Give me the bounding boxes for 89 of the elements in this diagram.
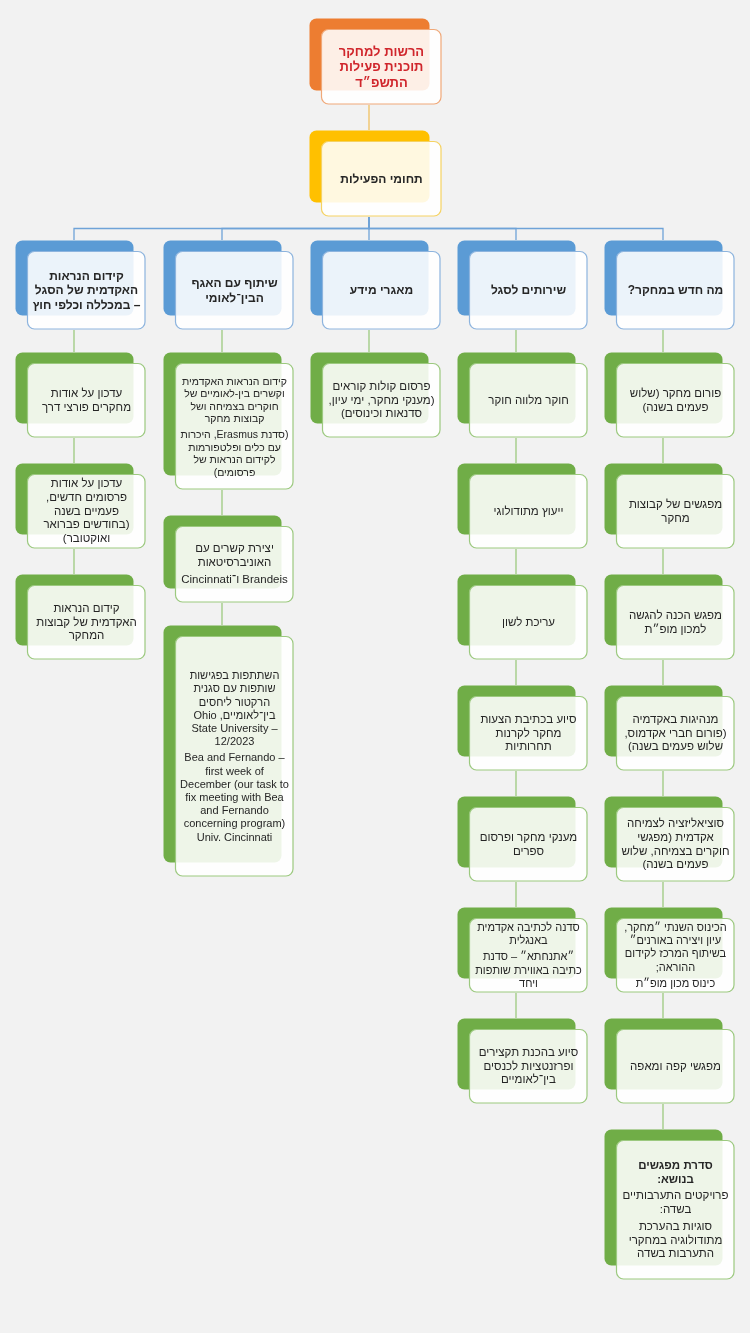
activity-text: סוציאליזציה לצמיחה אקדמית (מפגשי חוקרים בצמיחה, שלוש פעמים בשנה) [621,816,730,873]
connector-line [73,437,75,464]
connector-line [73,329,75,353]
connector-line [662,548,664,575]
activity-text: ״אתנחתא״ – סדנת כתיבה באווירת שותפות ויחד [474,950,583,990]
activity-card [163,515,294,603]
activity-card [604,1129,735,1280]
activity-text: פרסום קולות קוראים (מענקי מחקר, ימי עיון, סדנאות וכינוסים) [327,379,436,422]
connector-line [221,602,223,626]
activity-text: עדכון על אודות פרסומים חדשים, פעמיים בשנה (בחודשים פברואר ואוקטובר) [42,477,131,546]
title-card [309,18,442,105]
activity-text: הכינוס השנתי ״מחקר, עיון ויצירה באורנים״ בשיתוף המרכז לקידום ההוראה; [623,921,728,974]
connector-line [368,329,370,353]
activity-text: סוגיות בהערכת מתודולוגיה במחקרי התערבות בשדה [627,1219,724,1262]
activity-card [163,352,294,490]
activity-card [604,685,735,771]
connector-line [515,437,517,464]
connector-line [515,770,517,797]
activity-text: קידום הנראות האקדמית של קבוצות המחקר [35,601,138,644]
category-heading: קידום הנראות האקדמית של הסגל – במכללה וכלפי חוץ [31,268,142,313]
activity-card [457,352,588,438]
category-heading: מאגרי מידע [349,283,414,298]
category-card [163,240,294,330]
category-card [604,240,735,330]
category-card [310,240,441,330]
section-heading: תחומי הפעילות [340,171,423,187]
connector-line [73,548,75,575]
activity-text: סיוע בהכנת תקצירים ופרזנטציות לכנסים בין־לאומיים [477,1045,580,1088]
connector-line [515,659,517,686]
activity-text: מפגשי קפה ומאפה [630,1059,721,1074]
connector-line [662,329,664,353]
activity-card [310,352,441,438]
activity-text: פרויקטים התערבותיים בשדה: [621,1189,730,1217]
connector-line [515,548,517,575]
activity-text: השתתפות בפגישות שותפות עם סגנית הרקטור ליחסים בין־לאומיים, Ohio State University – 12/2023 [188,669,281,749]
connector-line [515,881,517,908]
activity-text: עריכת לשון [501,615,556,630]
activity-text: סיוע בכתיבת הצעות מחקר לקרנות תחרותיות [479,712,578,755]
connector-line [221,329,223,353]
activity-text: עדכון על אודות מחקרים פורצי דרך [40,386,133,415]
activity-text: מפגשים של קבוצות מחקר [627,497,724,526]
activity-text: ייעוץ מתודולוגי [493,504,564,519]
activity-card [15,463,146,549]
activity-text: מנהיגות באקדמיה (פורום חברי אקדמוס, שלוש פעמים בשנה) [623,712,728,755]
connector-line [368,104,370,131]
category-card [15,240,146,330]
category-heading: שירותים לסגל [490,283,567,298]
activity-text: Brandeis ו־Cincinnati [181,572,288,587]
activity-card [604,352,735,438]
connector-line [515,329,517,353]
activity-card [604,796,735,882]
category-heading: שיתוף עם האגף הבין־לאומי [190,276,279,305]
connector-line [662,770,664,797]
connector-line [662,659,664,686]
connector-line [73,216,370,241]
connector-line [662,1103,664,1130]
activity-card [604,463,735,549]
title-text: הרשות למחקר תוכנית פעילות התשפ״ד [337,43,426,91]
activity-text: פורום מחקר (שלוש פעמים בשנה) [628,386,723,415]
activity-text: יצירת קשרים עם האוניברסיטאות [194,542,275,570]
activity-card [457,574,588,660]
activity-text: מענקי מחקר ופרסום ספרים [478,830,579,859]
activity-text: מפגש הכנה להגשה למכון מופ״ת [628,608,723,637]
activity-card [163,625,294,877]
category-heading: מה חדש במחקר? [627,283,724,298]
activity-card [15,574,146,660]
connector-line [221,489,223,516]
activity-card [604,574,735,660]
connector-line [662,437,664,464]
section-card [309,130,442,217]
activity-text: קידום הנראות האקדמית וקשרים בין-לאומיים של חוקרים בצמיחה ושל קבוצות מחקר [180,374,289,425]
connector-line [515,992,517,1019]
activity-card [15,352,146,438]
activity-text: כינוס מכון מופ״ת [635,976,716,990]
activity-card [457,1018,588,1104]
activity-heading: סדרת מפגשים בנושא: [637,1158,714,1187]
connector-line [662,881,664,908]
activity-card [457,796,588,882]
category-card [457,240,588,330]
activity-card [604,907,735,993]
connector-line [662,992,664,1019]
activity-card [457,685,588,771]
activity-card [604,1018,735,1104]
activity-card [457,907,588,993]
activity-text: Bea and Fernando – first week of December (our task to fix meeting with Bea and Fernando concerning program) Univ. Cincinnati [180,751,289,844]
activity-card [457,463,588,549]
activity-text: סדנה לכתיבה אקדמית באנגלית [476,921,581,948]
activity-text: (סדנת Erasmus, היכרות עם כלים ופלטפורמות לקידום הנראות של פרסומים) [180,428,289,479]
activity-text: חוקר מלווה חוקר [488,393,569,408]
